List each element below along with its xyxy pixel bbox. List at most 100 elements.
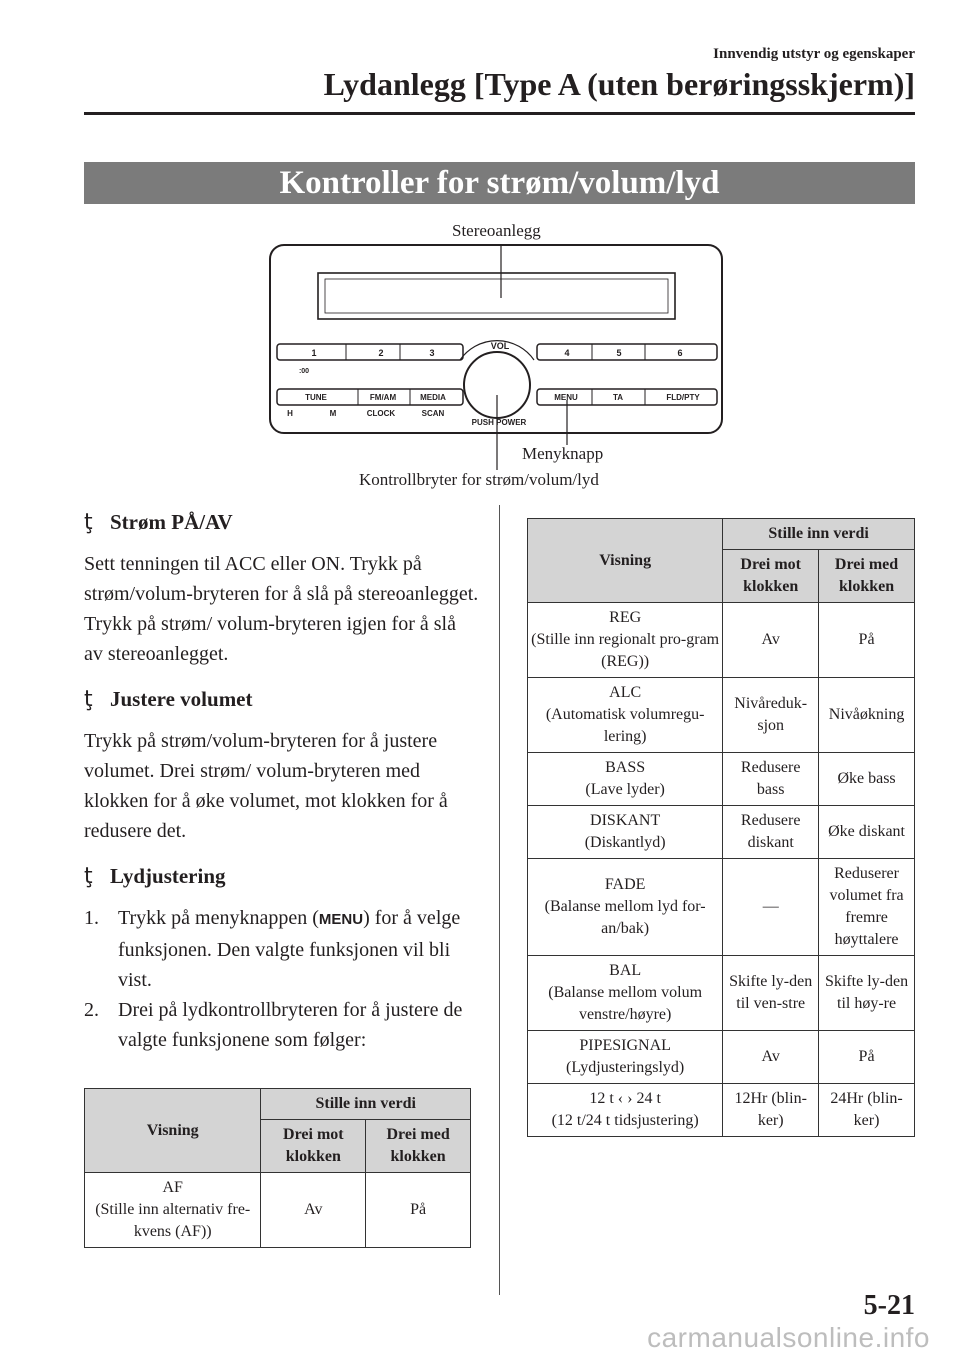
- col-stille: Stille inn verdi: [260, 1088, 471, 1120]
- col-mot: Drei mot klokken: [260, 1119, 367, 1173]
- vol-label: VOL: [491, 341, 510, 351]
- setting-name: AF: [162, 1179, 183, 1196]
- cell-mot: 12Hr (blin-ker): [722, 1083, 820, 1137]
- cell-med: Øke bass: [818, 752, 915, 806]
- function-bar-left: [276, 388, 464, 406]
- column-divider: [499, 505, 500, 1295]
- cell-mot: Redusere bass: [722, 752, 820, 806]
- cell-visning: ALC (Automatisk volumregu-lering): [526, 677, 724, 753]
- scan-label: SCAN: [422, 409, 445, 418]
- watermark: carmanualsonline.info: [647, 1322, 930, 1353]
- cell-visning: BAL(Balanse mellom volum venstre/høyre): [526, 955, 724, 1031]
- label-menyknapp: Menyknapp: [522, 444, 604, 463]
- setting-description: (Automatisk volumregu-lering): [545, 706, 705, 745]
- setting-description: (Diskantlyd): [584, 834, 666, 851]
- step-text: Trykk på menyknappen (MENU) for å velge …: [118, 907, 461, 991]
- cell-mot: —: [722, 858, 820, 956]
- heading-strom: ţ Strøm PÅ/AV: [84, 510, 479, 535]
- preset-5-label: 5: [616, 348, 621, 358]
- table-row: REG (Stille inn regionalt pro-gram (REG))…: [526, 602, 915, 678]
- cell-mot: Skifte ly-den til ven-stre: [722, 955, 820, 1031]
- step-number: 1.: [84, 907, 99, 929]
- stereo-unit-illustration: 1 2 3 4 5 6 :00 VOL PUSH POWER TUNE FM/A…: [269, 244, 723, 470]
- step-text: Drei på lydkontrollbryteren for å juster…: [118, 999, 463, 1051]
- paragraph-strom: Sett tenningen til ACC eller ON. Trykk p…: [84, 553, 479, 665]
- h-label: H: [287, 409, 293, 418]
- cell-visning: REG (Stille inn regionalt pro-gram (REG)): [526, 602, 724, 678]
- cell-med: Nivåøkning: [818, 677, 915, 753]
- step-number: 2.: [84, 999, 99, 1021]
- table-row: FADE (Balanse mellom lyd for-an/bak) —Redu…: [526, 858, 915, 956]
- setting-description: (Balanse mellom lyd for-an/bak): [544, 898, 706, 937]
- page-number: 5-21: [863, 1290, 915, 1321]
- cell-visning: PIPESIGNAL(Lydjusteringslyd): [526, 1030, 724, 1084]
- media-label: MEDIA: [420, 393, 446, 402]
- cell-visning: BASS(Lave lyder): [526, 752, 724, 806]
- cell-mot: Redusere diskant: [722, 805, 820, 859]
- setting-name: BAL: [609, 962, 642, 979]
- cell-med: På: [818, 1030, 915, 1084]
- table-row: AF(Stille inn alternativ fre-kvens (AF))…: [83, 1172, 471, 1248]
- preset-3-label: 3: [429, 348, 434, 358]
- cell-visning: FADE (Balanse mellom lyd for-an/bak): [526, 858, 724, 956]
- preset-bar-right: [536, 343, 718, 361]
- col-mot: Drei mot klokken: [722, 549, 820, 603]
- setting-name: BASS: [605, 759, 646, 776]
- cell-visning: 12 t ‹ › 24 t (12 t/24 t tidsjustering): [526, 1083, 724, 1137]
- settings-table-right: Visning Stille inn verdi Drei mot klokke…: [526, 518, 915, 1137]
- bullet-icon: ţ: [84, 510, 93, 535]
- setting-name: PIPESIGNAL: [579, 1037, 671, 1054]
- cell-mot: Av: [722, 602, 820, 678]
- push-power-label: PUSH POWER: [472, 418, 527, 427]
- heading-volum: ţ Justere volumet: [84, 687, 479, 712]
- heading-text: Strøm PÅ/AV: [110, 510, 233, 534]
- preset-1-label: 1: [311, 348, 316, 358]
- col-med: Drei med klokken: [365, 1119, 471, 1173]
- heading-text: Lydjustering: [110, 864, 226, 888]
- cell-med: På: [818, 602, 915, 678]
- menu-key-label: MENU: [318, 911, 364, 928]
- cell-visning: DISKANT (Diskantlyd): [526, 805, 724, 859]
- setting-name: FADE: [604, 876, 646, 893]
- cell-med: 24Hr (blin-ker): [818, 1083, 915, 1137]
- cell-mot: Av: [722, 1030, 820, 1084]
- preset-6-label: 6: [677, 348, 682, 358]
- cell-med: Reduserer volumet fra fremre høyttalere: [818, 858, 915, 956]
- label-stereoanlegg: Stereoanlegg: [452, 221, 541, 240]
- setting-name: ALC: [609, 684, 642, 701]
- m-label: M: [330, 409, 337, 418]
- bullet-icon: ţ: [84, 687, 93, 712]
- setting-description: (Stille inn regionalt pro-gram (REG)): [531, 631, 720, 670]
- section-banner: Kontroller for strøm/volum/lyd: [84, 162, 915, 204]
- table-row: BAL(Balanse mellom volum venstre/høyre)S…: [526, 955, 915, 1031]
- cell-med: Skifte ly-den til høy-re: [818, 955, 915, 1031]
- fm-am-label: FM/AM: [370, 393, 397, 402]
- preset-4-label: 4: [564, 348, 569, 358]
- table-row: ALC (Automatisk volumregu-lering) Nivåredu…: [526, 677, 915, 753]
- tune-label: TUNE: [305, 393, 327, 402]
- menu-label: MENU: [554, 393, 578, 402]
- setting-name: DISKANT: [590, 812, 661, 829]
- col-stille: Stille inn verdi: [722, 518, 915, 550]
- settings-table-left: Visning Stille inn verdi Drei mot klokke…: [83, 1088, 471, 1248]
- function-bar-right: [536, 388, 718, 406]
- setting-description: (12 t/24 t tidsjustering): [551, 1112, 699, 1129]
- cell-med: På: [365, 1172, 471, 1248]
- col-visning: Visning: [83, 1088, 262, 1173]
- setting-name: REG: [609, 609, 642, 626]
- heading-lydjustering: ţ Lydjustering: [84, 864, 479, 889]
- cell-mot: Nivåreduk-sjon: [722, 677, 820, 753]
- heading-text: Justere volumet: [110, 687, 253, 711]
- table-row: 12 t ‹ › 24 t(12 t/24 t tidsjustering)12…: [526, 1083, 915, 1137]
- cell-mot: Av: [260, 1172, 367, 1248]
- header-rule: [84, 112, 915, 115]
- paragraph-volum: Trykk på strøm/volum-bryteren for å just…: [84, 730, 448, 842]
- setting-name: 12 t ‹ › 24 t: [589, 1090, 661, 1107]
- step-2: 2. Drei på lydkontrollbryteren for å jus…: [84, 995, 479, 1055]
- label-kontrollbryter: Kontrollbryter for strøm/volum/lyd: [359, 470, 599, 489]
- ta-label: TA: [613, 393, 623, 402]
- cell-med: Øke diskant: [818, 805, 915, 859]
